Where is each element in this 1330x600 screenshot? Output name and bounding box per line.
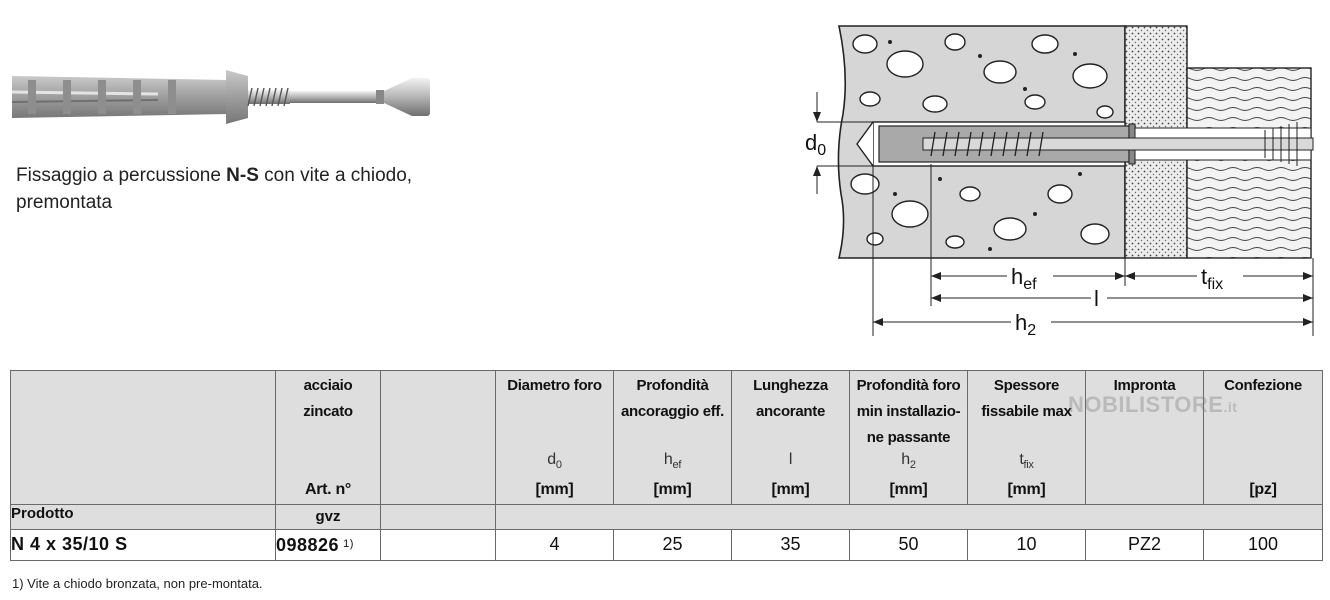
caption-prefix: Fissaggio a percussione [16,165,227,186]
row-value-thickness: 10 [967,529,1086,561]
label-l: l [1094,286,1099,311]
row-value-hole-depth: 50 [849,529,968,561]
header-col-thickness: Spessore fissabile max tfix [mm] [967,370,1086,505]
row-value-pack: 100 [1203,529,1323,561]
col-symbol: h2 [901,451,916,472]
col-unit: [mm] [1007,481,1046,498]
col-symbol: d0 [547,451,562,472]
header-col-diameter: Diametro foro d0 [mm] [495,370,614,505]
product-photo [11,70,430,124]
header-blank [10,370,276,505]
product-label-row: Prodotto gvz [10,504,1323,530]
product-caption: Fissaggio a percussione N-S con vite a c… [16,162,416,216]
col-symbol: hef [663,451,682,472]
finish-label: gvz [275,504,381,530]
caption-suffix: con vite a chiodo, premontata [16,165,413,213]
art-label: Art. n° [304,481,352,498]
col-title: Confezione [1224,377,1302,394]
material-line2: zincato [303,403,353,420]
col-title: Lunghezza ancorante [753,377,828,420]
row-value-diameter: 4 [495,529,614,561]
row-value-length: 35 [731,529,850,561]
art-footnote-ref: 1) [343,538,354,550]
col-title: Profondità foro min installazio-ne passa… [856,377,961,446]
footnote: 1) Vite a chiodo bronzata, non pre-monta… [12,576,263,591]
row-value-depth: 25 [613,529,732,561]
col-title: Spessore fissabile max [981,377,1072,420]
col-symbol: tfix [1019,451,1034,472]
header-col-pack: Confezione [pz] [1203,370,1323,505]
product-row-span [495,504,1323,530]
header-col-length: Lunghezza ancorante l [mm] [731,370,850,505]
col-unit: [mm] [535,481,574,498]
col-unit: [pz] [1249,481,1277,498]
col-symbol: l [788,451,793,468]
header-col-hole-depth: Profondità foro min installazio-ne passa… [849,370,968,505]
caption-product: N-S [226,165,259,186]
header-col-depth: Profondità ancoraggio eff. hef [mm] [613,370,732,505]
label-h2: h2 [1015,310,1036,339]
label-hef: hef [1011,264,1037,293]
row-value-drive: PZ2 [1085,529,1204,561]
col-title: Diametro foro [507,377,602,394]
product-row-empty [380,504,496,530]
label-tfix: tfix [1201,264,1223,293]
col-unit: [mm] [889,481,928,498]
product-label: Prodotto [10,504,276,530]
header-row: acciaio zincato Art. n° Diametro foro d0 … [10,370,1323,505]
header-material: acciaio zincato Art. n° [275,370,381,505]
installation-diagram: d0 hef tfix l h2 [805,25,1314,339]
spec-table: acciaio zincato Art. n° Diametro foro d0 … [10,370,1323,561]
row-empty [380,529,496,561]
material-line1: acciaio [303,377,353,394]
col-unit: [mm] [653,481,692,498]
col-title: Impronta [1113,377,1176,394]
row-product-name: N 4 x 35/10 S [10,529,276,561]
col-unit: [mm] [771,481,810,498]
header-empty [380,370,496,505]
label-d0: d0 [805,130,826,159]
header-col-drive: Impronta [1085,370,1204,505]
col-title: Profondità ancoraggio eff. [620,377,724,420]
